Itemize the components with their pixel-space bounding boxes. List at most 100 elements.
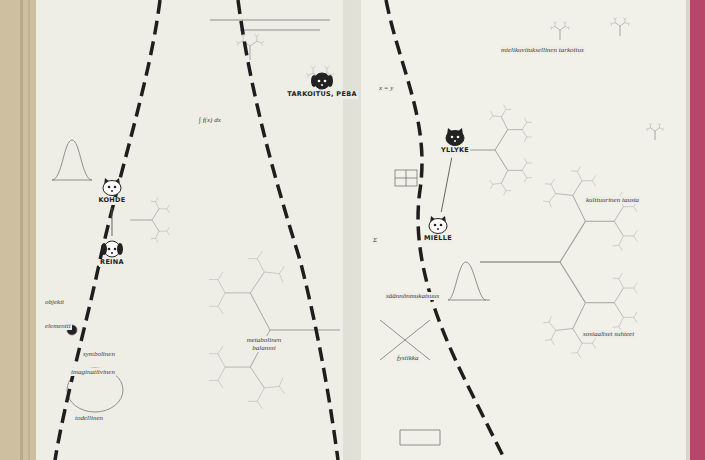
tree-branch xyxy=(209,353,218,354)
tree-branch xyxy=(552,27,555,28)
eye xyxy=(324,80,327,83)
tree-branch xyxy=(225,367,250,368)
tree-branch xyxy=(311,66,313,68)
tree-branch xyxy=(495,130,508,150)
tree-branch xyxy=(501,109,506,116)
tree-branch xyxy=(571,170,577,172)
tree-branch xyxy=(614,303,623,318)
animal-icon xyxy=(310,71,334,91)
eye xyxy=(108,248,111,251)
tree-branch xyxy=(577,166,580,171)
tree-branch xyxy=(313,66,315,68)
tree-branch xyxy=(585,221,614,222)
grid-figure xyxy=(395,170,417,186)
tree-branch xyxy=(592,175,595,180)
bell-curve xyxy=(52,140,92,180)
tree-branch xyxy=(655,131,656,140)
tree-branch xyxy=(619,317,624,326)
tree-branch xyxy=(250,293,270,330)
tree-branch xyxy=(560,262,585,303)
icon-node: MIELLE xyxy=(420,214,456,244)
tree-branch xyxy=(250,367,264,388)
tree-branch xyxy=(237,43,239,46)
tree-connector xyxy=(441,158,451,212)
tree-branch xyxy=(620,23,625,26)
tree-branch xyxy=(623,288,633,289)
tree-branch xyxy=(634,312,637,317)
spine-shadow xyxy=(343,0,361,460)
tree-branch xyxy=(545,339,551,341)
tree-branch xyxy=(564,23,565,27)
tree-branch xyxy=(306,73,308,75)
tree-branch xyxy=(264,386,279,388)
tree-branch xyxy=(659,125,660,128)
tree-branch xyxy=(634,207,637,212)
tree-branch xyxy=(250,46,251,60)
tree-branch xyxy=(551,179,554,184)
tree-branch xyxy=(549,322,555,330)
tree-branch xyxy=(549,316,551,322)
eye xyxy=(114,248,117,251)
bell-curve xyxy=(448,262,486,300)
dashed-borders xyxy=(55,0,505,460)
tree-branch xyxy=(167,205,170,209)
tree-branch xyxy=(327,66,329,68)
note-label: objekti xyxy=(44,298,65,306)
tree-branch xyxy=(527,163,532,164)
tree-branch xyxy=(543,322,549,324)
tree-branch xyxy=(279,378,282,386)
ear xyxy=(101,243,107,255)
tree-branch xyxy=(159,208,167,209)
tree-branch xyxy=(556,194,573,196)
tree-branch xyxy=(279,386,284,394)
tree-branch xyxy=(613,18,615,19)
page-edges xyxy=(686,0,690,460)
tree-branch xyxy=(650,125,651,128)
tree-branch xyxy=(577,343,582,352)
tree-branch xyxy=(615,18,617,19)
tree-branch xyxy=(156,238,159,242)
book-cover xyxy=(686,0,705,460)
axis xyxy=(52,180,92,181)
dashed-line xyxy=(238,0,338,460)
tree-branch xyxy=(326,68,327,73)
note-label: imaginatiivinen xyxy=(70,368,116,376)
tree-branch xyxy=(582,343,592,344)
right-page xyxy=(352,0,690,460)
tree-branch xyxy=(655,128,659,131)
tree-branch xyxy=(256,36,257,41)
tree-branch xyxy=(151,238,156,239)
tree-branch xyxy=(218,306,223,314)
eye xyxy=(114,186,117,189)
tree-branch xyxy=(254,34,256,36)
tree-branch xyxy=(550,27,552,28)
tree-branch xyxy=(560,30,561,40)
tree-branch xyxy=(619,273,622,278)
icon-node: KOHDE xyxy=(94,176,129,206)
tree-branch xyxy=(614,221,623,236)
tree-connector xyxy=(111,208,112,236)
tree-branch xyxy=(218,380,223,388)
tree-branch xyxy=(560,221,585,262)
tree-branch xyxy=(257,34,259,36)
tree-branch xyxy=(152,220,159,231)
tree-branch xyxy=(610,23,612,24)
tree-branch xyxy=(527,122,532,123)
animal-icon xyxy=(100,239,124,259)
tree-branch xyxy=(243,36,244,41)
tree-branch xyxy=(549,202,551,208)
tree-branch xyxy=(592,338,595,343)
tree-branch xyxy=(662,129,664,131)
tree-branch xyxy=(647,129,649,131)
tree-branch xyxy=(218,293,225,306)
tree-branch xyxy=(257,388,264,401)
dog-icon xyxy=(101,241,123,257)
tree-branch xyxy=(167,227,170,231)
tree-branch xyxy=(522,122,527,129)
tree-branch xyxy=(156,231,159,238)
eye xyxy=(451,136,454,139)
tree-branch xyxy=(582,180,592,181)
